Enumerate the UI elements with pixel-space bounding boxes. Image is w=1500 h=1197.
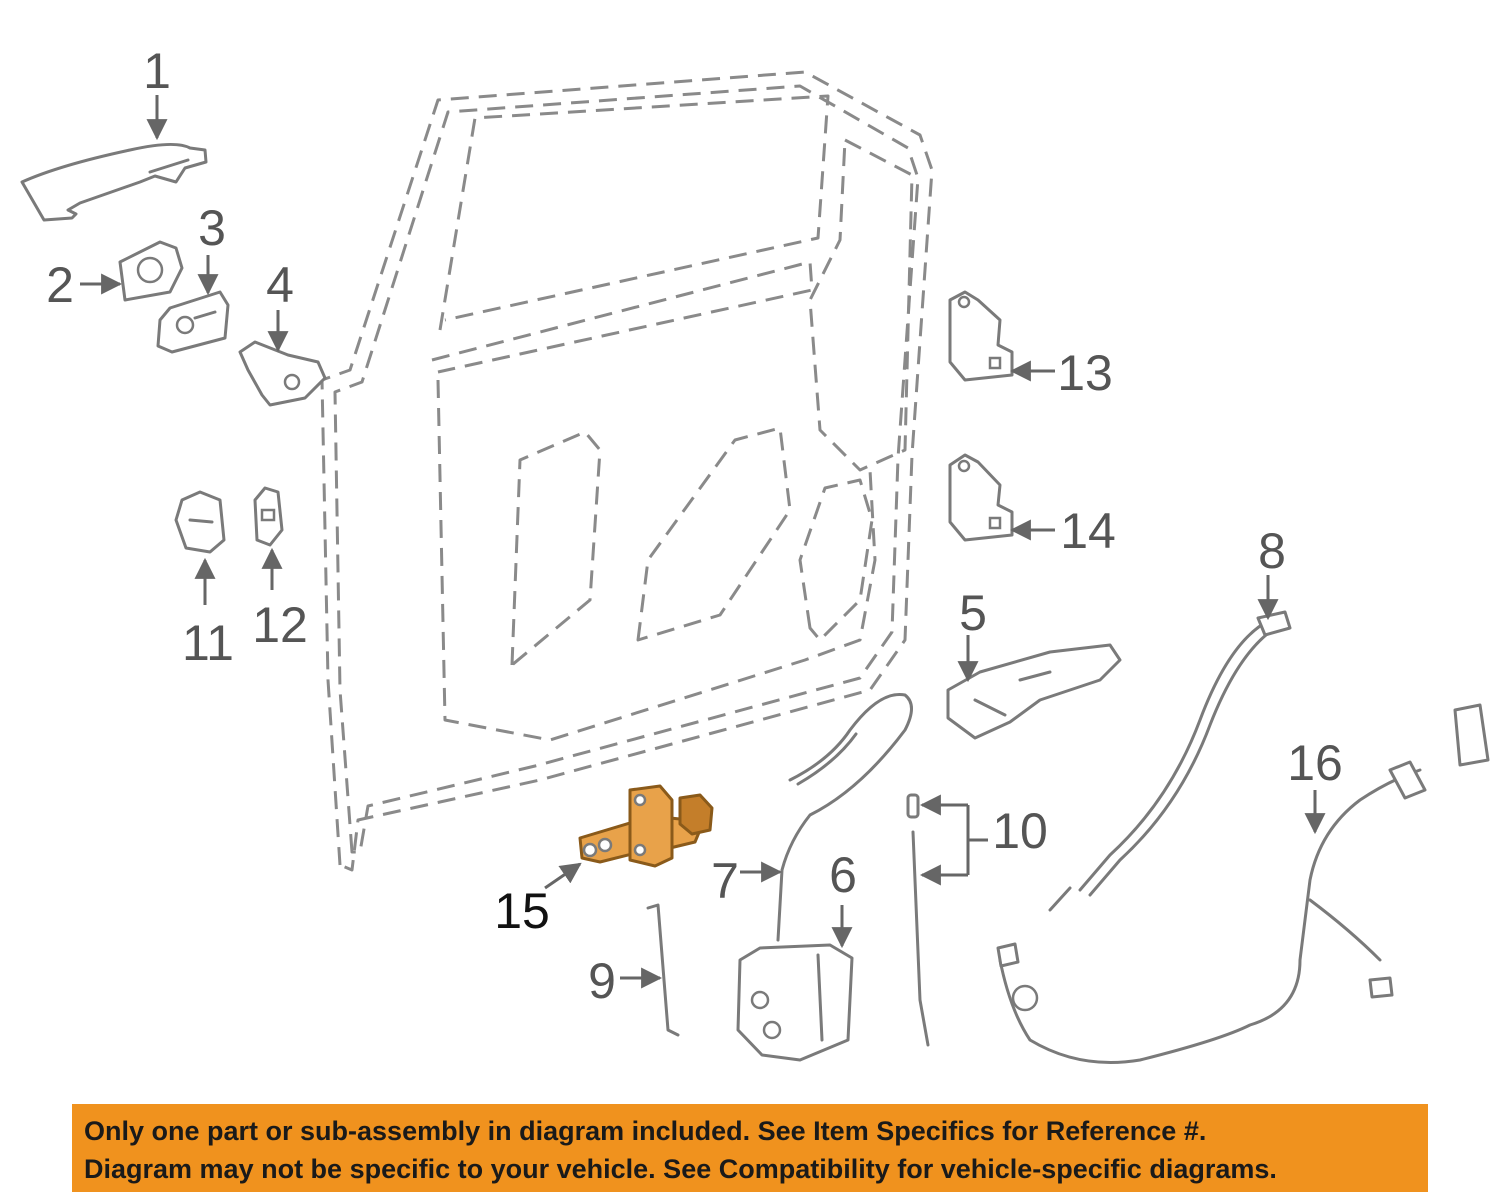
callout-6: 6 [829,847,857,903]
callout-labels: 1 2 3 4 5 6 7 8 9 10 11 12 13 14 15 16 [46,43,1343,1009]
callout-4: 4 [266,257,294,313]
part-14-lower-hinge [948,453,1014,542]
callout-1: 1 [143,43,171,99]
callout-arrows [80,95,1326,989]
notice-line-2: Diagram may not be specific to your vehi… [84,1154,1277,1184]
callout-15: 15 [494,883,550,939]
callout-12: 12 [252,597,308,653]
part-4-lock-cylinder [238,340,327,407]
part-11-striker [174,490,226,554]
part-6-door-latch [736,943,854,1062]
door-shell-outline [320,70,934,872]
callout-13: 13 [1057,345,1113,401]
part-7-lock-cable [776,692,913,942]
callout-8: 8 [1258,523,1286,579]
part-12-striker-shim [253,486,284,547]
part-9-rod [646,903,680,1037]
notice-line-1: Only one part or sub-assembly in diagram… [84,1116,1207,1146]
part-2-handle-bezel [118,240,184,302]
notice-banner: Only one part or sub-assembly in diagram… [72,1104,1428,1192]
part-5-inside-handle [946,643,1122,740]
part-13-upper-hinge [948,290,1014,382]
callout-2: 2 [46,257,74,313]
callout-11: 11 [182,615,234,671]
part-16-wiring-harness [996,703,1490,1064]
part-8-release-cable [1048,610,1292,912]
part-10-clip-and-rod [906,793,930,1047]
callout-3: 3 [198,200,226,256]
callout-5: 5 [959,585,987,641]
callout-9: 9 [588,953,616,1009]
part-3-handle-gasket [156,290,230,354]
callout-14: 14 [1060,503,1116,559]
part-15-door-check [578,784,714,868]
callout-16: 16 [1287,735,1343,791]
callout-7: 7 [711,853,739,909]
callout-10: 10 [992,803,1048,859]
part-1-outside-handle [20,143,208,222]
